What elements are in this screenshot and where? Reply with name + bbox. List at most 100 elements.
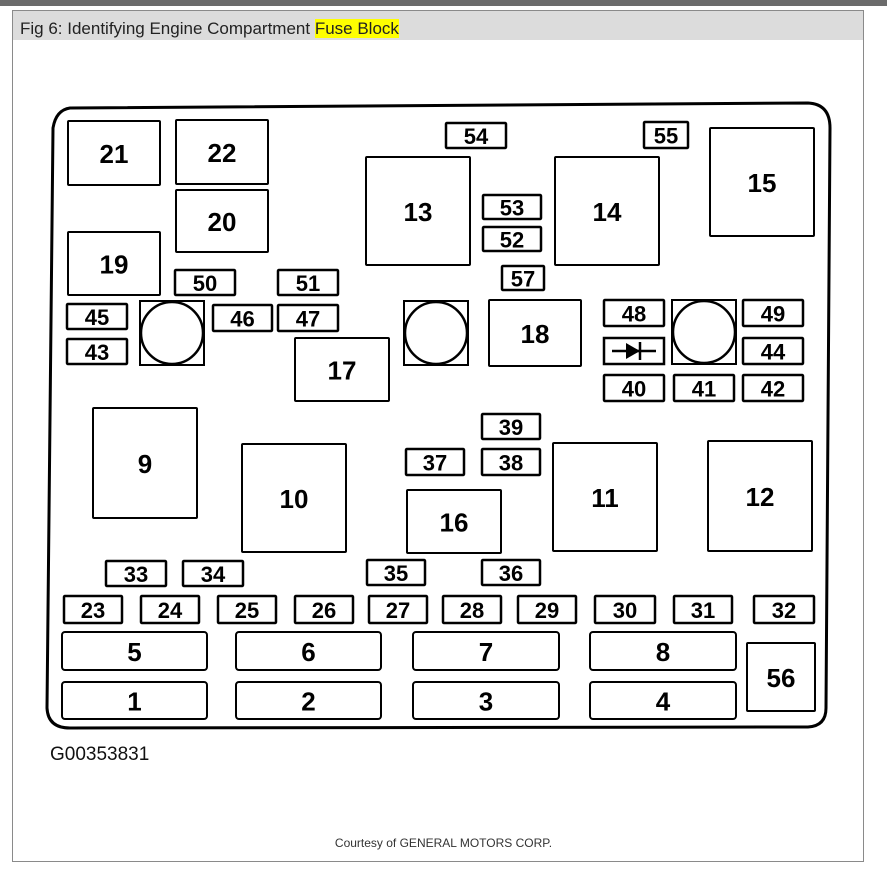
component-outline: [365, 558, 427, 587]
component-number: 51: [296, 271, 320, 296]
relay-18: 18: [488, 299, 582, 367]
component-outline: [294, 337, 390, 402]
component-outline: [62, 594, 124, 625]
component-number: 38: [499, 451, 523, 476]
fuse-23: 23: [62, 594, 124, 625]
component-outline: [602, 298, 666, 328]
component-outline: [65, 302, 129, 331]
component-outline: [709, 127, 815, 237]
component-outline: [481, 193, 543, 221]
component-number: 53: [500, 196, 524, 221]
component-outline: [404, 447, 466, 477]
component-number: 4: [656, 687, 671, 717]
component-number: 15: [748, 168, 777, 198]
fuse-25: 25: [216, 594, 278, 625]
fuse-35: 35: [365, 558, 427, 587]
component-outline: [92, 407, 198, 519]
relay-10: 10: [241, 443, 347, 553]
component-outline: [67, 231, 161, 296]
fuse-51: 51: [276, 268, 340, 297]
component-number: 17: [328, 356, 357, 386]
component-outline: [752, 594, 816, 625]
top-border: [0, 0, 887, 6]
component-number: 14: [593, 197, 622, 227]
component-number: 33: [124, 562, 148, 587]
component-number: 22: [208, 138, 237, 168]
maxi-fuse-4: 4: [589, 681, 737, 720]
relay-56: 56: [746, 642, 816, 712]
component-outline: [67, 120, 161, 186]
component-number: 9: [138, 449, 152, 479]
component-outline: [104, 559, 168, 588]
component-outline: [441, 594, 503, 625]
component-outline: [173, 268, 237, 297]
component-number: 10: [280, 484, 309, 514]
fuse-33: 33: [104, 559, 168, 588]
component-number: 28: [460, 598, 484, 623]
fuse-31: 31: [672, 594, 734, 625]
component-number: 57: [511, 267, 535, 292]
component-outline: [481, 225, 543, 253]
component-number: 2: [301, 687, 315, 717]
component-outline: [672, 373, 736, 403]
fuse-32: 32: [752, 594, 816, 625]
fuse-54: 54: [444, 121, 508, 150]
fuse-block-outline: [45, 101, 832, 730]
component-number: 32: [772, 598, 796, 623]
component-number: 7: [479, 637, 493, 667]
fuse-47: 47: [276, 303, 340, 333]
component-number: 41: [692, 377, 716, 402]
fuse-42: 42: [741, 373, 805, 403]
fuse-45: 45: [65, 302, 129, 331]
fuse-44: 44: [741, 336, 805, 366]
fuse-46: 46: [211, 303, 274, 333]
component-outline: [642, 120, 690, 150]
component-number: 26: [312, 598, 336, 623]
courtesy-credit: Courtesy of GENERAL MOTORS CORP.: [334, 836, 553, 850]
component-outline: [672, 594, 734, 625]
component-number: 11: [591, 483, 619, 513]
component-outline: [175, 119, 269, 185]
component-number: 18: [521, 319, 550, 349]
component-outline: [276, 268, 340, 297]
component-number: 6: [301, 637, 315, 667]
caption-highlight: Fuse Block: [314, 19, 399, 38]
component-outline: [488, 299, 582, 367]
component-outline: [554, 156, 660, 266]
component-number: 29: [535, 598, 559, 623]
component-number: 1: [127, 687, 141, 717]
component-outline: [444, 121, 508, 150]
component-outline: [741, 298, 805, 328]
component-outline: [181, 559, 245, 588]
component-outline: [516, 594, 578, 625]
component-outline: [367, 594, 429, 625]
component-number: 5: [127, 637, 141, 667]
component-number: 42: [761, 377, 785, 402]
component-outline: [293, 594, 355, 625]
maxi-fuse-1: 1: [61, 681, 208, 720]
component-number: 52: [500, 228, 524, 253]
component-number: 55: [654, 124, 678, 149]
maxi-fuse-6: 6: [235, 631, 382, 671]
relay-15: 15: [709, 127, 815, 237]
fuse-49: 49: [741, 298, 805, 328]
component-outline: [235, 631, 382, 671]
relay-14: 14: [554, 156, 660, 266]
component-outline: [276, 303, 340, 333]
fuse-53: 53: [481, 193, 543, 221]
component-outline: [707, 440, 813, 552]
relay-socket-right: [671, 299, 737, 365]
maxi-fuse-7: 7: [412, 631, 560, 671]
component-number: 16: [440, 508, 469, 538]
relay-19: 19: [67, 231, 161, 296]
component-number: 3: [479, 687, 493, 717]
caption-prefix: Fig 6: Identifying Engine Compartment: [20, 19, 315, 38]
relay-13: 13: [365, 156, 471, 266]
relay-17: 17: [294, 337, 390, 402]
component-outline: [589, 681, 737, 720]
component-outline: [65, 337, 129, 366]
component-outline: [61, 631, 208, 671]
component-number: 46: [230, 307, 254, 332]
fuse-41: 41: [672, 373, 736, 403]
